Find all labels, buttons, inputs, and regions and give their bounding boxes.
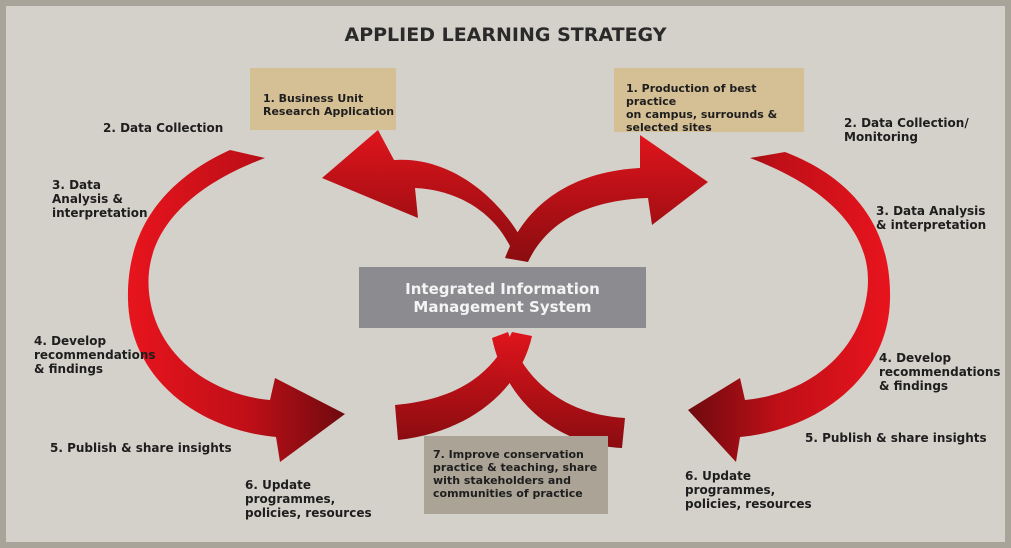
- right-step6-line1: 6. Update: [685, 469, 751, 483]
- left-step1-line1: 1. Business Unit: [263, 92, 364, 105]
- step7-line2: practice & teaching, share: [433, 461, 598, 474]
- left-step1-box: 1. Business Unit Research Application: [250, 68, 396, 130]
- left-step3-line3: interpretation: [52, 206, 148, 220]
- left-step6-label: 6. Update programmes, policies, resource…: [245, 478, 372, 520]
- left-step3-line2: Analysis &: [52, 192, 123, 206]
- step7-line1: 7. Improve conservation: [433, 448, 584, 461]
- center-arc-up-right: [505, 135, 708, 262]
- step7-line3: with stakeholders and: [433, 474, 571, 487]
- right-step6-label: 6. Update programmes, policies, resource…: [685, 469, 812, 511]
- step7-line4: communities of practice: [433, 487, 583, 500]
- left-step4-line2: recommendations: [34, 348, 156, 362]
- right-step3-line2: & interpretation: [876, 218, 987, 232]
- right-step1-line3: selected sites: [626, 121, 712, 134]
- center-system-box: Integrated Information Management System: [359, 267, 646, 328]
- left-step6-line3: policies, resources: [245, 506, 372, 520]
- right-step1-line2: on campus, surrounds &: [626, 108, 778, 121]
- right-step3-line1: 3. Data Analysis: [876, 204, 986, 218]
- left-loop-arrow: [127, 150, 346, 462]
- right-step2-label: 2. Data Collection/ Monitoring: [844, 116, 969, 144]
- right-step6-line2: programmes,: [685, 483, 776, 497]
- left-step2-label: 2. Data Collection: [103, 121, 224, 135]
- center-arc-down-left: [395, 332, 532, 440]
- center-arc-down-right: [492, 332, 625, 448]
- right-step2-line1: 2. Data Collection/: [844, 116, 969, 130]
- right-loop-arrow: [688, 152, 891, 462]
- left-step4-line1: 4. Develop: [34, 334, 107, 348]
- diagram-title: APPLIED LEARNING STRATEGY: [344, 24, 667, 46]
- left-step5-label: 5. Publish & share insights: [50, 441, 232, 455]
- right-step5-label: 5. Publish & share insights: [805, 431, 987, 445]
- right-step3-label: 3. Data Analysis & interpretation: [876, 204, 986, 232]
- right-step4-line1: 4. Develop: [879, 351, 952, 365]
- right-step6-line3: policies, resources: [685, 497, 812, 511]
- center-arc-up-left: [322, 130, 530, 258]
- center-line1: Integrated Information: [405, 279, 600, 298]
- left-step6-line1: 6. Update: [245, 478, 311, 492]
- left-step3-line1: 3. Data: [52, 178, 101, 192]
- right-step2-line2: Monitoring: [844, 130, 918, 144]
- left-step4-label: 4. Develop recommendations & findings: [34, 334, 156, 376]
- left-step4-line3: & findings: [34, 362, 104, 376]
- right-step1-box: 1. Production of best practice on campus…: [614, 68, 804, 134]
- center-line2: Management System: [413, 297, 592, 316]
- step7-box: 7. Improve conservation practice & teach…: [424, 436, 608, 514]
- left-step6-line2: programmes,: [245, 492, 336, 506]
- right-step4-label: 4. Develop recommendations & findings: [879, 351, 1001, 393]
- left-step1-line2: Research Application: [263, 105, 395, 118]
- left-step3-label: 3. Data Analysis & interpretation: [52, 178, 148, 220]
- right-step4-line3: & findings: [879, 379, 949, 393]
- right-step4-line2: recommendations: [879, 365, 1001, 379]
- right-step1-line1: 1. Production of best practice: [626, 82, 757, 108]
